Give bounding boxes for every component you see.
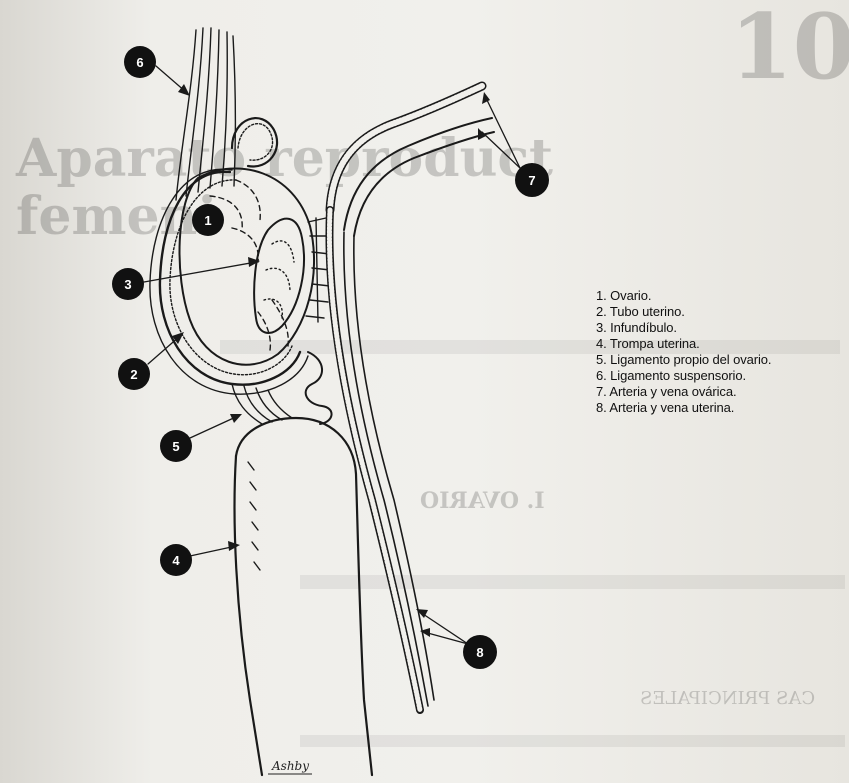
leader-line-5 — [190, 416, 238, 438]
callout-7: 7 — [515, 163, 549, 197]
callout-1: 1 — [192, 204, 224, 236]
svg-text:5: 5 — [172, 439, 179, 454]
svg-text:Ashby: Ashby — [271, 759, 309, 773]
callout-8: 8 — [463, 635, 497, 669]
tube-coil — [306, 352, 332, 424]
legend-item: 6. Ligamento suspensorio. — [596, 368, 771, 384]
callout-2: 2 — [118, 358, 150, 390]
uterine-vessels — [329, 210, 434, 710]
callout-3: 3 — [112, 268, 144, 300]
svg-text:6: 6 — [136, 55, 143, 70]
leader-line-7b — [482, 132, 520, 168]
figure-legend: 1. Ovario. 2. Tubo uterino. 3. Infundíbu… — [596, 288, 771, 416]
svg-text:3: 3 — [124, 277, 131, 292]
legend-item: 4. Trompa uterina. — [596, 336, 771, 352]
callout-5: 5 — [160, 430, 192, 462]
svg-text:1: 1 — [204, 213, 211, 228]
callout-6: 6 — [124, 46, 156, 78]
legend-item: 8. Arteria y vena uterina. — [596, 400, 771, 416]
legend-item: 1. Ovario. — [596, 288, 771, 304]
infundibulum — [254, 219, 304, 333]
uterus — [236, 418, 372, 775]
svg-text:7: 7 — [528, 173, 535, 188]
svg-text:4: 4 — [172, 553, 180, 568]
legend-item: 3. Infundíbulo. — [596, 320, 771, 336]
callout-4: 4 — [160, 544, 192, 576]
legend-item: 5. Ligamento propio del ovario. — [596, 352, 771, 368]
ovary — [180, 168, 315, 364]
callouts: 6 1 3 2 5 4 7 — [112, 46, 549, 669]
ovarian-vessels — [330, 86, 494, 236]
svg-text:2: 2 — [130, 367, 137, 382]
svg-text:8: 8 — [476, 645, 483, 660]
legend-item: 2. Tubo uterino. — [596, 304, 771, 320]
legend-item: 7. Arteria y vena ovárica. — [596, 384, 771, 400]
artist-signature: Ashby — [268, 759, 312, 774]
leader-line-8b — [424, 632, 468, 644]
leader-line-8a — [420, 612, 468, 644]
